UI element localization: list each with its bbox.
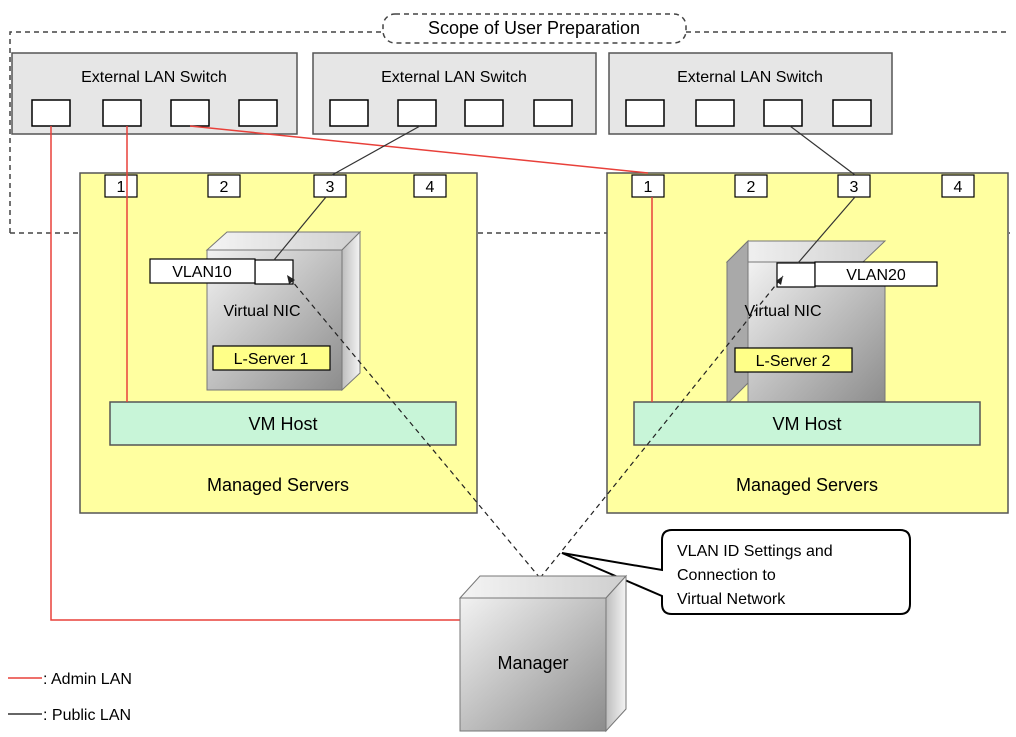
server-port: [941, 174, 975, 198]
managed-servers-caption: Managed Servers: [207, 475, 349, 495]
switch-port: [170, 99, 210, 127]
server-port: [313, 174, 347, 198]
arrow-head-nic-1: [287, 275, 295, 284]
switch-port: [763, 99, 803, 127]
admin-lan-links: [50, 125, 653, 621]
switch-port: [238, 99, 278, 127]
vm-host-box: [633, 401, 981, 446]
callout-line-1: VLAN ID Settings and: [677, 543, 833, 560]
vlan-tag: VLAN10: [172, 264, 232, 281]
vm-host-label: VM Host: [248, 414, 317, 434]
server-port: [631, 174, 665, 198]
managed-servers-caption: Managed Servers: [736, 475, 878, 495]
arrow-heads: [287, 275, 783, 285]
external-lan-switch-3: External LAN Switch: [608, 52, 893, 135]
port-number: 2: [747, 179, 756, 196]
switch-port: [329, 99, 369, 127]
switch-label: External LAN Switch: [381, 69, 527, 86]
vlan-tag: VLAN20: [846, 267, 906, 284]
server-port: [837, 174, 871, 198]
switch-label: External LAN Switch: [81, 69, 227, 86]
public-lan-links: [273, 125, 856, 264]
vlan-tag-box: [814, 261, 938, 287]
server-port: [413, 174, 447, 198]
external-lan-switch-2: External LAN Switch: [312, 52, 597, 135]
server-port: [104, 174, 138, 198]
l-server-label-box: [212, 345, 331, 371]
vlan-tag-box: [149, 258, 256, 284]
port-number: 1: [644, 179, 653, 196]
manager-label: Manager: [497, 653, 568, 673]
port-number: 4: [954, 179, 963, 196]
external-lan-switch-1: External LAN Switch: [11, 52, 298, 135]
switch-port: [625, 99, 665, 127]
vm-host-label: VM Host: [772, 414, 841, 434]
virtual-nic-label: Virtual NIC: [744, 303, 821, 320]
management-paths: [286, 274, 784, 579]
switch-port: [464, 99, 504, 127]
scope-label-box: [382, 13, 687, 44]
l-server-label-box: [734, 347, 853, 373]
admin-lan-link-switch-to-server-2: [189, 125, 649, 174]
server-port: [734, 174, 768, 198]
public-lan-link-port3-nic1: [273, 196, 327, 261]
switch-port: [533, 99, 573, 127]
switch-label: External LAN Switch: [677, 69, 823, 86]
mgmt-path-to-nic-1: [286, 274, 541, 579]
virtual-nic-label: Virtual NIC: [223, 303, 300, 320]
switch-port: [102, 99, 142, 127]
port-number: 2: [220, 179, 229, 196]
switch-port: [695, 99, 735, 127]
manager-cube: Manager: [458, 574, 628, 733]
settings-callout: VLAN ID Settings and Connection to Virtu…: [561, 529, 911, 615]
legend-public-lan: : Public LAN: [43, 707, 131, 724]
virtual-nic-port: [776, 262, 816, 288]
callout-line-3: Virtual Network: [677, 591, 786, 608]
admin-lan-link-manager: [50, 126, 470, 621]
l-server-label: L-Server 2: [756, 353, 831, 370]
managed-server-1: 1 2 3 4 VLAN10 Virtual NIC L-Server 1 VM…: [79, 172, 478, 514]
server-port: [207, 174, 241, 198]
arrow-head-nic-2: [776, 276, 783, 285]
switch-port: [31, 99, 71, 127]
public-lan-link-switch3-port3: [789, 125, 856, 176]
virtual-nic-port: [254, 259, 294, 285]
port-number: 3: [850, 179, 859, 196]
port-number: 4: [426, 179, 435, 196]
mgmt-path-to-nic-2: [539, 275, 784, 579]
port-number: 3: [326, 179, 335, 196]
port-number: 1: [117, 179, 126, 196]
managed-server-2: 1 2 3 4 VLAN20 Virtual NIC L-Server 2 VM…: [606, 172, 1009, 514]
legend: : Admin LAN : Public LAN: [8, 671, 132, 724]
switch-port: [397, 99, 437, 127]
l-server-label: L-Server 1: [234, 351, 309, 368]
callout-line-2: Connection to: [677, 567, 776, 584]
scope-label: Scope of User Preparation: [428, 18, 640, 38]
legend-admin-lan: : Admin LAN: [43, 671, 132, 688]
user-preparation-scope: Scope of User Preparation: [9, 13, 1010, 234]
switch-port: [832, 99, 872, 127]
public-lan-link-switch2-port3: [331, 125, 421, 176]
public-lan-link-port3-nic2: [797, 196, 856, 264]
